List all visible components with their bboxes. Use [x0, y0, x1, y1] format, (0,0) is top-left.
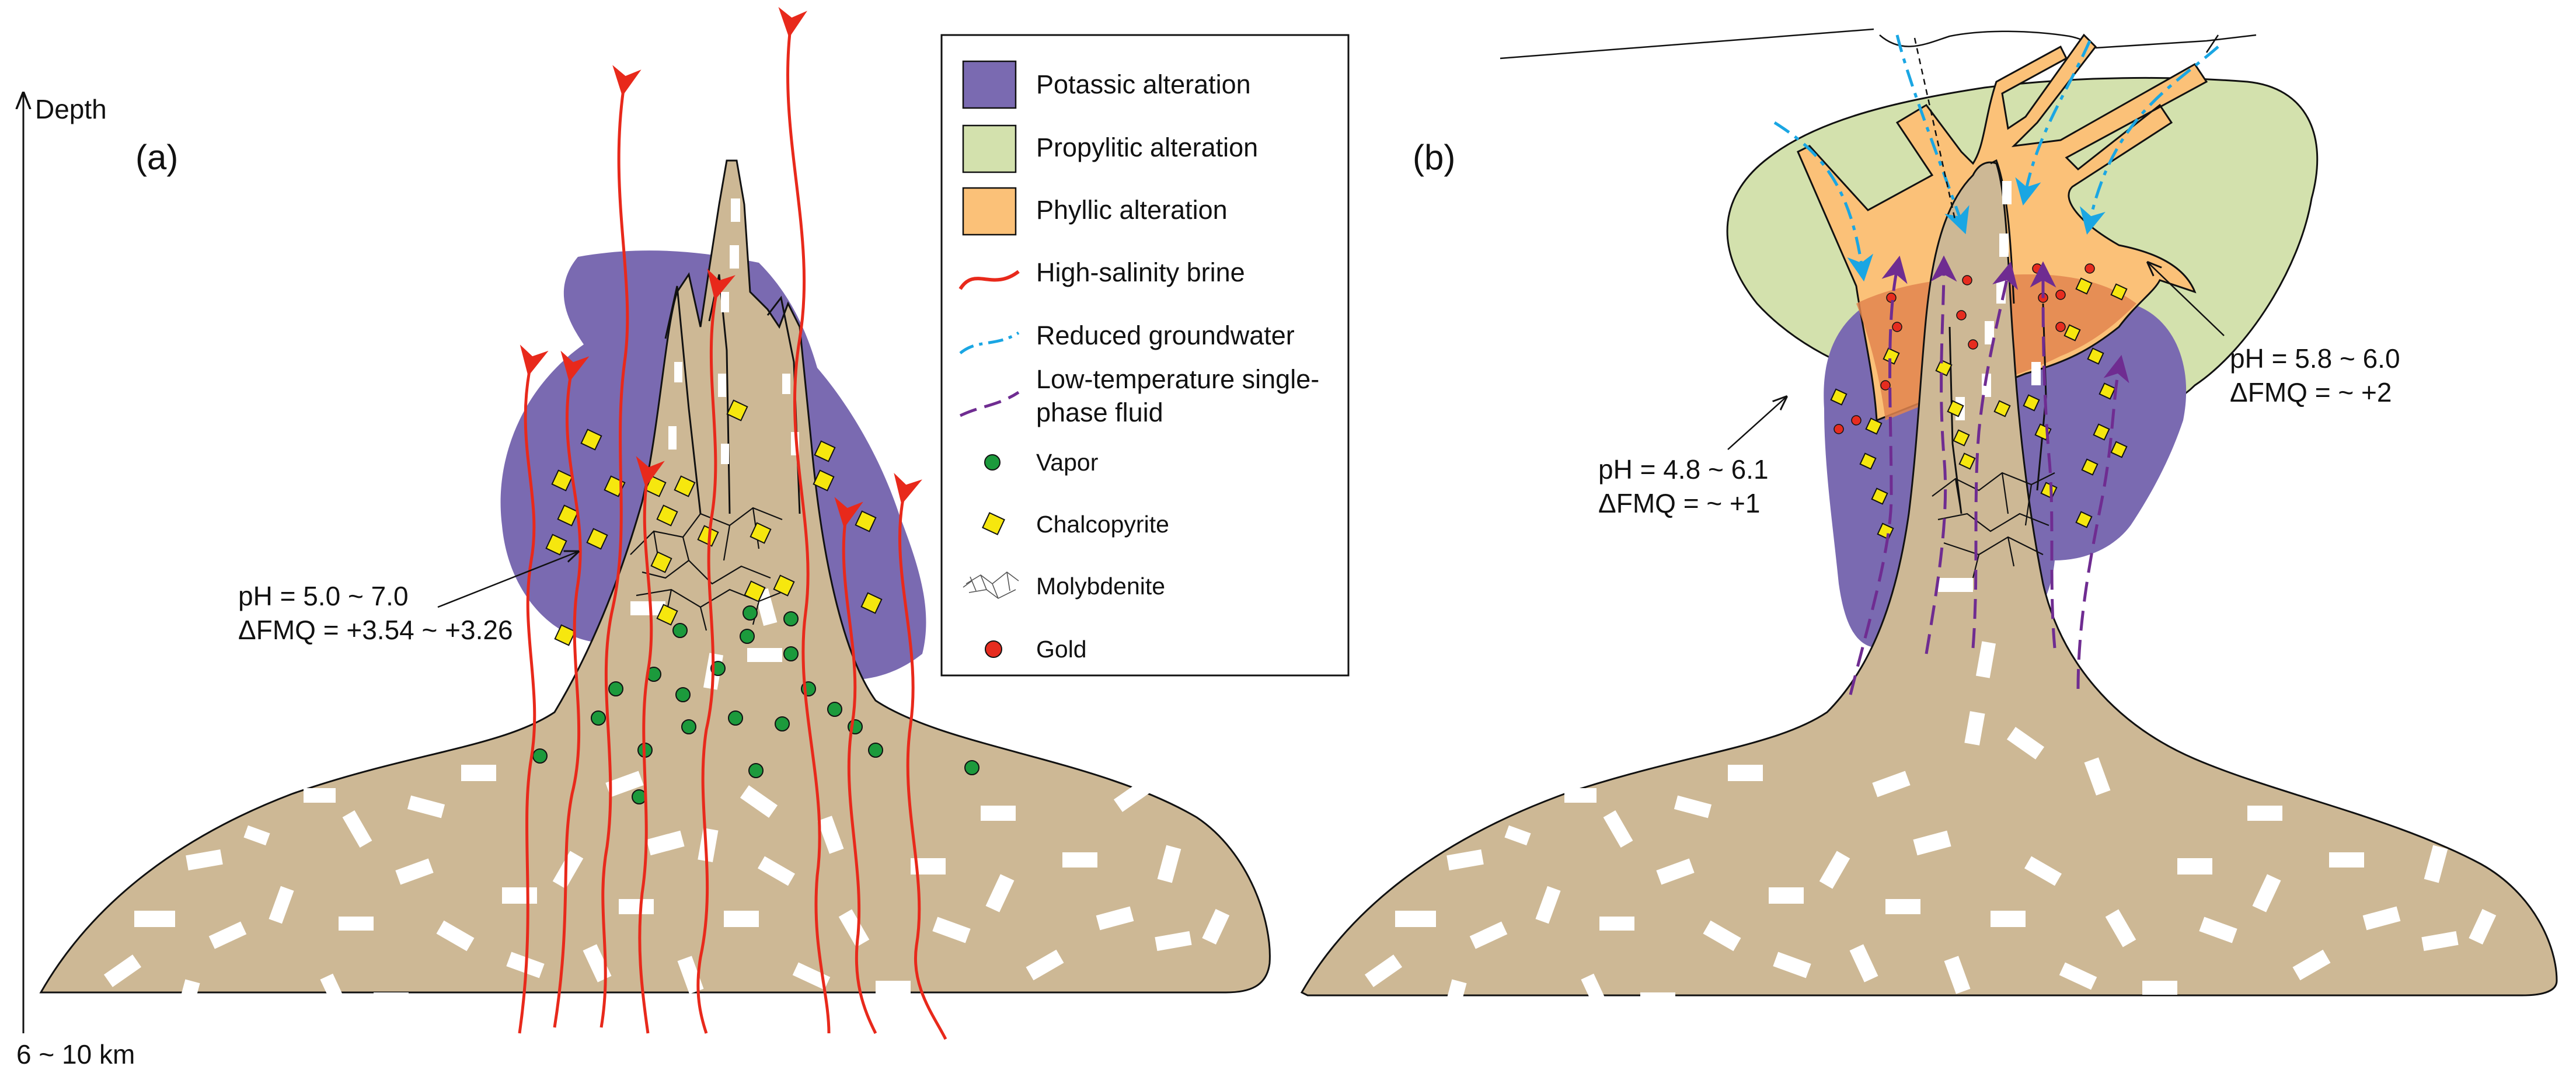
legend-molybdenite-label: Molybdenite — [1036, 573, 1165, 600]
panel-a-fmq-label: ΔFMQ = +3.54 ~ +3.26 — [238, 615, 513, 645]
legend-groundwater-line — [959, 331, 1020, 354]
legend-chalcopyrite-symbol — [982, 512, 1005, 535]
panel-a-intrusion — [39, 159, 1271, 994]
depth-axis-label: Depth — [35, 94, 107, 124]
panel-a: (a) — [39, 6, 1271, 1040]
panel-b-intrusion — [1300, 161, 2558, 997]
panel-a-brine-flows — [518, 6, 947, 1040]
legend-gold-label: Gold — [1036, 636, 1087, 663]
panel-b-phenocrysts — [1364, 181, 2497, 1015]
panel-b-label: (b) — [1413, 138, 1455, 177]
legend: Potassic alteration Propylitic alteratio… — [940, 34, 1350, 677]
legend-vapor-symbol — [984, 454, 1001, 471]
panel-b-surface — [1500, 28, 2257, 60]
panel-b-right-fmq-label: ΔFMQ = ~ +2 — [2230, 377, 2392, 407]
panel-a-phenocrysts — [103, 198, 1230, 1015]
panel-b-molybdenite-veins — [1932, 472, 2055, 579]
legend-gold-symbol — [985, 640, 1002, 658]
legend-brine-label: High-salinity brine — [1036, 257, 1245, 287]
legend-phyllic-label: Phyllic alteration — [1036, 195, 1228, 225]
legend-potassic-label: Potassic alteration — [1036, 69, 1251, 99]
panel-b-right-ph-label: pH = 5.8 ~ 6.0 — [2230, 343, 2400, 374]
legend-propylitic-swatch — [962, 124, 1017, 173]
legend-propylitic-label: Propylitic alteration — [1036, 133, 1258, 162]
panel-a-chalcopyrite — [545, 399, 883, 646]
legend-vapor-label: Vapor — [1036, 449, 1098, 476]
legend-groundwater-label: Reduced groundwater — [1036, 320, 1295, 350]
panel-b-groundwater-flows — [1773, 34, 2219, 282]
legend-lowtemp-line — [959, 391, 1020, 417]
panel-a-ph-label: pH = 5.0 ~ 7.0 — [238, 581, 409, 611]
legend-lowtemp-label-2: phase fluid — [1036, 398, 1163, 427]
panel-b-left-ph-label: pH = 4.8 ~ 6.1 — [1598, 454, 1769, 485]
legend-phyllic-swatch — [962, 187, 1017, 236]
depth-axis-bottom-label: 6 ~ 10 km — [16, 1039, 135, 1069]
legend-lowtemp-label-1: Low-temperature single- — [1036, 364, 1319, 394]
panel-a-label: (a) — [135, 138, 178, 177]
legend-potassic-swatch — [962, 60, 1017, 109]
legend-brine-line — [958, 270, 1020, 290]
panel-b-lowtemp-flows — [1849, 255, 2129, 695]
panel-a-molybdenite-veins — [630, 507, 789, 631]
depth-axis: Depth 6 ~ 10 km — [16, 93, 135, 1069]
panel-b: (b) — [1300, 28, 2558, 1015]
panel-b-left-fmq-label: ΔFMQ = ~ +1 — [1598, 488, 1760, 518]
panel-a-vapor — [532, 605, 979, 804]
legend-chalcopyrite-label: Chalcopyrite — [1036, 511, 1169, 538]
legend-molybdenite-symbol — [963, 571, 1019, 599]
panel-b-chalcopyrite — [1830, 277, 2128, 540]
